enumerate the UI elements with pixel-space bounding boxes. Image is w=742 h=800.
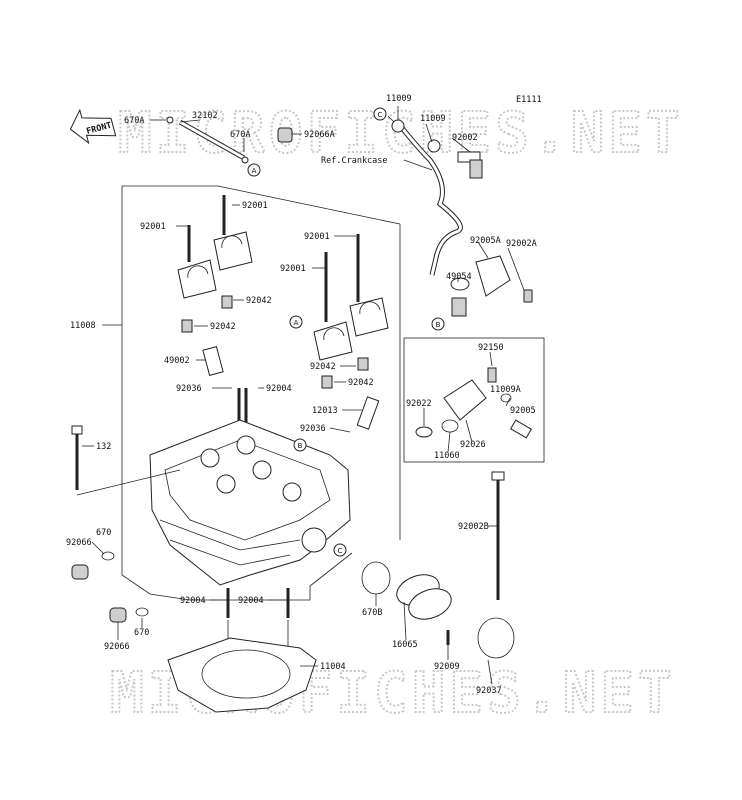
svg-text:B: B xyxy=(298,442,303,450)
ref-marker-c-2: C xyxy=(333,543,347,557)
diagram-code: E1111 xyxy=(516,95,542,105)
oil-pipe xyxy=(391,119,483,276)
label-92002: 92002 xyxy=(452,133,478,143)
label-ref-crankcase: Ref.Crankcase xyxy=(321,156,388,166)
label-92004: 92004 xyxy=(180,596,206,606)
label-49002: 49002 xyxy=(164,356,190,366)
cam-cap-right xyxy=(313,234,389,361)
svg-text:A: A xyxy=(294,319,299,327)
label-92001: 92001 xyxy=(304,232,330,242)
label-16065: 16065 xyxy=(392,640,418,650)
label-92150: 92150 xyxy=(478,343,504,353)
ref-marker-b-2: B xyxy=(431,317,445,331)
plug-92066-b xyxy=(109,607,127,623)
label-92002a: 92002A xyxy=(506,239,537,249)
ref-marker-b-1: B xyxy=(293,438,307,452)
label-92042: 92042 xyxy=(246,296,272,306)
label-670b: 670B xyxy=(362,608,382,618)
label-670a: 670A xyxy=(230,130,250,140)
svg-text:C: C xyxy=(378,111,383,119)
label-670: 670 xyxy=(134,628,149,638)
label-92066: 92066 xyxy=(104,642,130,652)
label-92066: 92066 xyxy=(66,538,92,548)
plug-92066a xyxy=(277,127,293,143)
plug-92066-a xyxy=(71,564,89,580)
label-92001: 92001 xyxy=(280,264,306,274)
clamp-92037 xyxy=(477,617,515,659)
label-92066a: 92066A xyxy=(304,130,335,140)
label-11004: 11004 xyxy=(320,662,346,672)
svg-text:C: C xyxy=(338,547,343,555)
leader-lines xyxy=(82,106,525,685)
label-11008: 11008 xyxy=(70,321,96,331)
ref-marker-a-2: A xyxy=(289,315,303,329)
label-92001: 92001 xyxy=(242,201,268,211)
ref-marker-c-1: C xyxy=(373,107,387,121)
label-132: 132 xyxy=(96,442,111,452)
label-12013: 12013 xyxy=(312,406,338,416)
svg-text:B: B xyxy=(436,321,441,329)
label-11060: 11060 xyxy=(434,451,460,461)
label-92037: 92037 xyxy=(476,686,502,696)
part-labels: 670A 32102 670A 92066A 11009 11009 92002… xyxy=(66,94,537,696)
watermark-top: MICROFICHES.NET xyxy=(118,101,684,166)
label-92005: 92005 xyxy=(510,406,536,416)
intake-holder xyxy=(396,574,452,620)
o-ring-670b xyxy=(361,561,391,595)
bracket-11008 xyxy=(121,185,353,601)
label-670a: 670A xyxy=(124,116,144,126)
label-92002b: 92002B xyxy=(458,522,489,532)
label-92004: 92004 xyxy=(238,596,264,606)
label-670: 670 xyxy=(96,528,111,538)
label-92042: 92042 xyxy=(210,322,236,332)
water-outlet xyxy=(475,255,511,297)
label-92005a: 92005A xyxy=(470,236,501,246)
label-92042: 92042 xyxy=(310,362,336,372)
thermostat-housing xyxy=(443,379,487,421)
label-11009a: 11009A xyxy=(490,385,521,395)
head-gasket xyxy=(167,637,317,713)
label-11009: 11009 xyxy=(420,114,446,124)
svg-text:A: A xyxy=(252,167,257,175)
label-92036: 92036 xyxy=(176,384,202,394)
thermostat-box xyxy=(403,337,545,463)
push-rod xyxy=(166,116,249,164)
label-92036: 92036 xyxy=(300,424,326,434)
label-49054: 49054 xyxy=(446,272,472,282)
label-11009: 11009 xyxy=(386,94,412,104)
label-92009: 92009 xyxy=(434,662,460,672)
label-92001: 92001 xyxy=(140,222,166,232)
label-92042: 92042 xyxy=(348,378,374,388)
ref-marker-a-1: A xyxy=(247,163,261,177)
label-92026: 92026 xyxy=(460,440,486,450)
cam-cap-left xyxy=(177,195,253,299)
label-92022: 92022 xyxy=(406,399,432,409)
front-arrow-icon: FRONT xyxy=(69,108,117,145)
label-92004: 92004 xyxy=(266,384,292,394)
cylinder-head xyxy=(149,419,351,586)
label-32102: 32102 xyxy=(192,111,218,121)
